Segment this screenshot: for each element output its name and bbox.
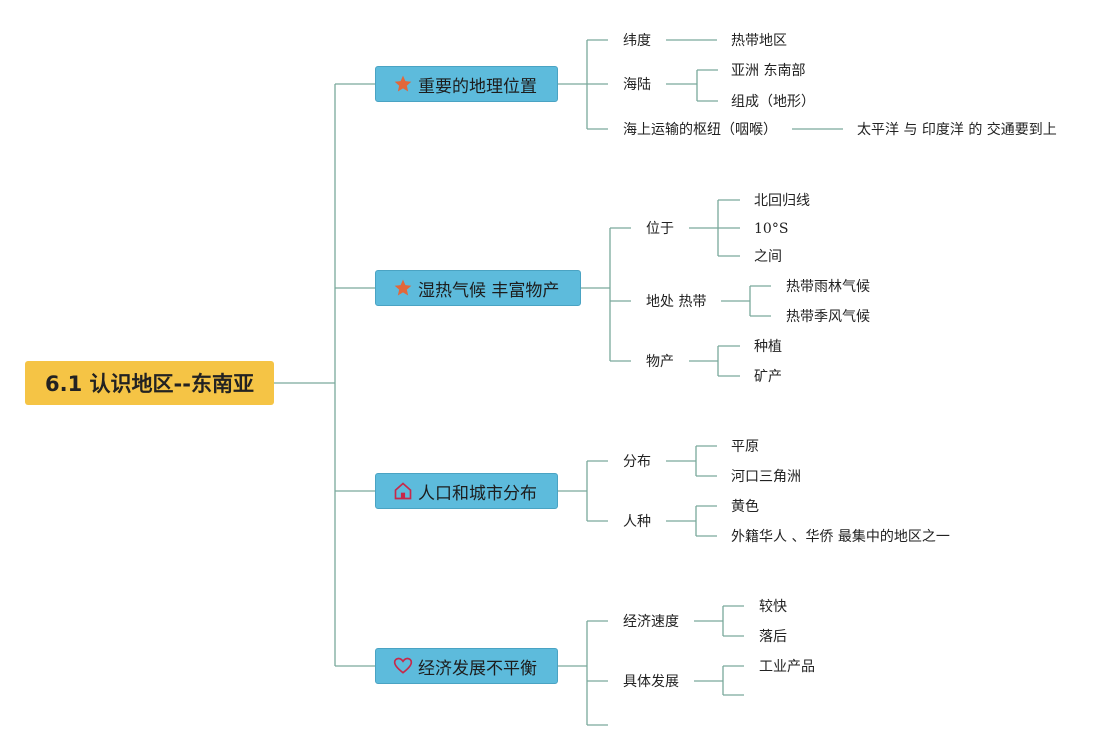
topic-lagging[interactable]: 落后 <box>759 629 787 645</box>
branch-label: 湿热气候 丰富物产 <box>418 280 560 301</box>
topic-tropic-of-cancer[interactable]: 北回归线 <box>754 193 810 209</box>
root-topic[interactable]: 6.1 认识地区--东南亚 <box>25 361 274 405</box>
topic-plains[interactable]: 平原 <box>731 439 759 455</box>
star-icon <box>392 277 414 299</box>
topic-planting[interactable]: 种植 <box>754 339 782 355</box>
topic-latitude[interactable]: 纬度 <box>623 33 651 49</box>
topic-composition[interactable]: 组成（地形） <box>731 94 815 110</box>
star-icon <box>392 73 414 95</box>
topic-tropical-region[interactable]: 热带地区 <box>731 33 787 49</box>
root-topic-label: 6.1 认识地区--东南亚 <box>45 372 254 396</box>
topic-land-sea[interactable]: 海陆 <box>623 77 651 93</box>
topic-race[interactable]: 人种 <box>623 514 651 530</box>
topic-monsoon-climate[interactable]: 热带季风气候 <box>786 309 870 325</box>
topic-tropical-zone[interactable]: 地处 热带 <box>646 294 707 310</box>
house-icon <box>392 480 414 502</box>
topic-economic-speed[interactable]: 经济速度 <box>623 614 679 630</box>
topic-between[interactable]: 之间 <box>754 249 782 265</box>
topic-rainforest-climate[interactable]: 热带雨林气候 <box>786 279 870 295</box>
branch-climate-products[interactable]: 湿热气候 丰富物产 <box>375 270 581 306</box>
topic-ocean-route[interactable]: 太平洋 与 印度洋 的 交通要到上 <box>857 122 1057 138</box>
topic-river-delta[interactable]: 河口三角洲 <box>731 469 801 485</box>
topic-minerals[interactable]: 矿产 <box>754 369 782 385</box>
topic-distribution[interactable]: 分布 <box>623 454 651 470</box>
branch-label: 重要的地理位置 <box>418 76 537 97</box>
branch-population-cities[interactable]: 人口和城市分布 <box>375 473 558 509</box>
topic-yellow[interactable]: 黄色 <box>731 499 759 515</box>
topic-specific-development[interactable]: 具体发展 <box>623 674 679 690</box>
branch-economy[interactable]: 经济发展不平衡 <box>375 648 558 684</box>
topic-10s[interactable]: 10°S <box>754 221 789 237</box>
topic-overseas-chinese[interactable]: 外籍华人 、华侨 最集中的地区之一 <box>731 529 950 545</box>
branch-label: 经济发展不平衡 <box>418 658 537 679</box>
heart-icon <box>392 655 414 677</box>
branch-geography-position[interactable]: 重要的地理位置 <box>375 66 558 102</box>
topic-products[interactable]: 物产 <box>646 354 674 370</box>
topic-southeast-asia[interactable]: 亚洲 东南部 <box>731 63 806 79</box>
topic-industrial-products[interactable]: 工业产品 <box>759 659 815 675</box>
branch-label: 人口和城市分布 <box>418 483 537 504</box>
topic-fast[interactable]: 较快 <box>759 599 787 615</box>
topic-located[interactable]: 位于 <box>646 221 674 237</box>
topic-shipping-hub[interactable]: 海上运输的枢纽（咽喉） <box>623 122 777 138</box>
